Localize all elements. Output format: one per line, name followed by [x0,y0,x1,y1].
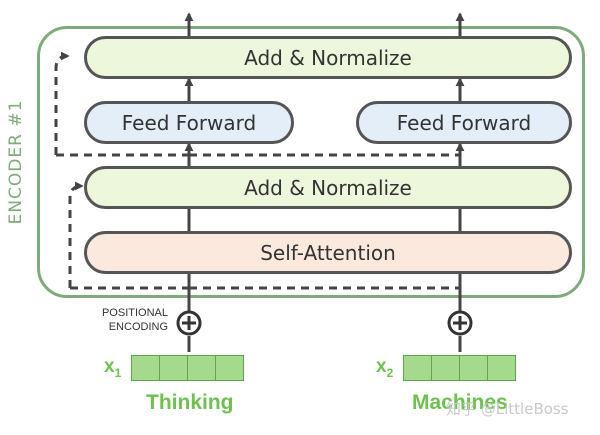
positional-add-icon [176,310,202,336]
feed-forward-right-label: Feed Forward [396,110,532,135]
embedding-cell [431,355,460,381]
input-symbol-1: x1 [104,356,122,380]
embedding-vector-1 [131,355,244,381]
embedding-cell [487,355,516,381]
feed-forward-right-block: Feed Forward [356,101,572,144]
embedding-cell [215,355,244,381]
positional-encoding-label: POSITIONAL ENCODING [101,307,168,333]
add-normalize-bottom-label: Add & Normalize [244,175,412,200]
add-normalize-top-label: Add & Normalize [244,45,412,70]
encoder-frame [37,26,585,298]
feed-forward-left-label: Feed Forward [121,110,257,135]
embedding-vector-2 [403,355,516,381]
add-normalize-top-block: Add & Normalize [84,36,572,79]
input-word-1: Thinking [146,391,234,414]
watermark: 知乎 @LittleBoss [446,400,569,418]
embedding-cell [403,355,432,381]
self-attention-label: Self-Attention [260,240,396,265]
input-word-2: Machines [412,391,508,414]
self-attention-block: Self-Attention [84,231,572,274]
embedding-cell [159,355,188,381]
feed-forward-left-block: Feed Forward [84,101,294,144]
embedding-cell [187,355,216,381]
embedding-cell [131,355,160,381]
input-symbol-2: x2 [376,356,394,380]
add-normalize-bottom-block: Add & Normalize [84,166,572,209]
positional-add-icon [447,310,473,336]
embedding-cell [459,355,488,381]
residual-connection-bottom [68,186,460,290]
residual-connection-top [54,56,460,157]
